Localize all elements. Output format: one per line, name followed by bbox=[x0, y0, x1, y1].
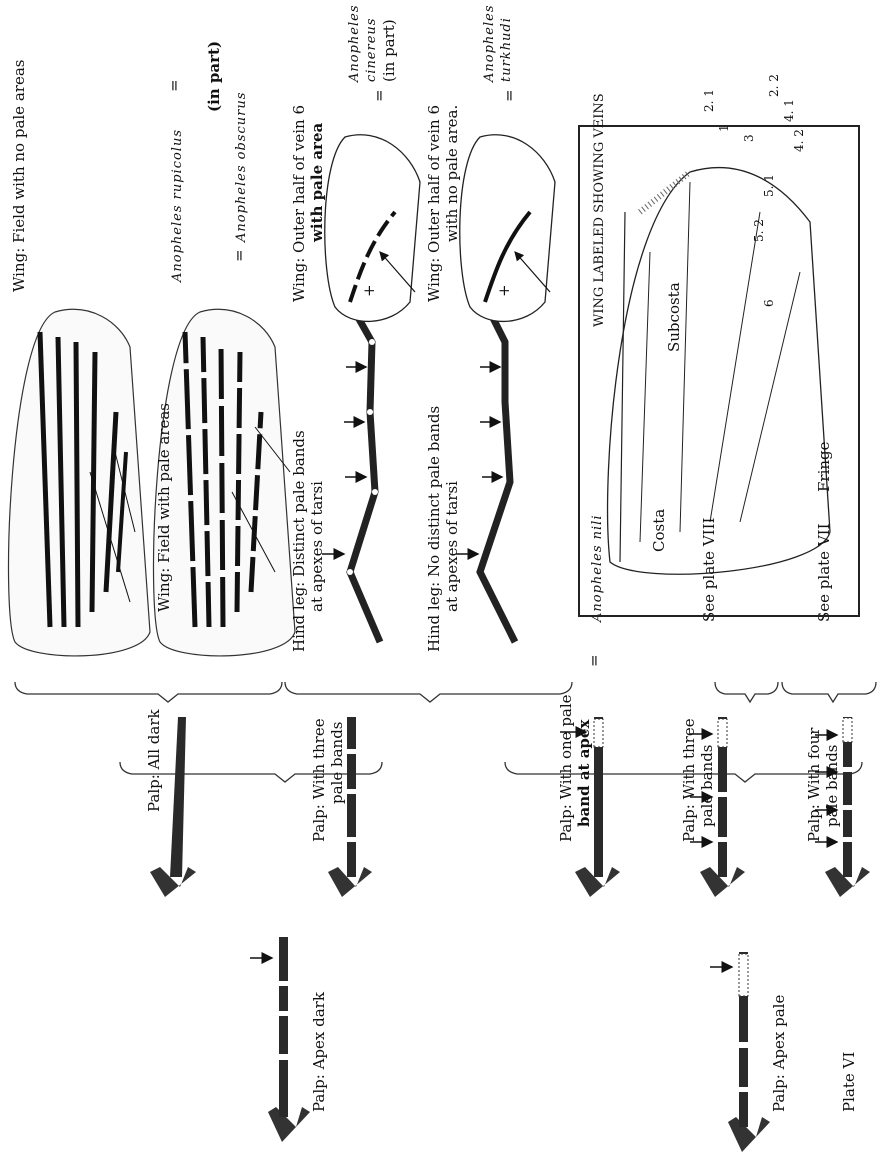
species-obscurus: Anopheles obscurus bbox=[232, 92, 251, 242]
hind-leg-distinct bbox=[322, 312, 380, 642]
key-vein-5-1: 5. 1 bbox=[760, 174, 779, 197]
key-vein-2-2: 2. 2 bbox=[765, 74, 784, 97]
key-title: WING LABELED SHOWING VEINS bbox=[590, 93, 609, 327]
wing-pale bbox=[153, 309, 295, 656]
label-three-bands2-b: pale bands bbox=[698, 745, 717, 828]
equals-3: = bbox=[370, 89, 389, 102]
species-cinereus-b: cinereus bbox=[362, 18, 381, 82]
label-vein6-none-b: with no pale area. bbox=[443, 105, 462, 242]
palp-apex-dark bbox=[250, 937, 310, 1142]
label-three-bands-b: pale bands bbox=[328, 722, 347, 805]
key-vein-1: 1 bbox=[715, 124, 734, 132]
label-vein6-none-a: Wing: Outer half of vein 6 bbox=[425, 105, 444, 302]
label-vein6-pale-a: Wing: Outer half of vein 6 bbox=[290, 105, 309, 302]
label-four-bands-a: Palp: With four bbox=[805, 728, 824, 842]
equals-1: = bbox=[165, 79, 184, 92]
label-wing-pale: Wing: Field with pale areas bbox=[155, 403, 174, 612]
label-three-bands-a: Palp: With three bbox=[310, 718, 329, 842]
plus-2: + bbox=[495, 284, 514, 297]
species-cinereus-note: (in part) bbox=[380, 19, 399, 82]
wing-no-pale bbox=[8, 309, 150, 656]
label-leg-distinct-a: Hind leg: Distinct pale bands bbox=[290, 430, 309, 652]
equals-5: = bbox=[585, 654, 604, 667]
brace-four-bands bbox=[782, 682, 876, 702]
label-one-band-a: Palp: With one pale bbox=[557, 694, 576, 842]
label-apex-dark: Palp: Apex dark bbox=[310, 992, 329, 1112]
key-vein-3: 3 bbox=[740, 134, 759, 142]
label-four-bands-b: pale bands bbox=[823, 745, 842, 828]
plate-label: Plate VI bbox=[840, 1052, 859, 1112]
species-rupicolus: Anopheles rupicolus bbox=[168, 129, 187, 282]
key-vein-4-2: 4. 2 bbox=[790, 129, 809, 152]
brace-three-bands bbox=[285, 682, 572, 702]
equals-2: = bbox=[230, 249, 249, 262]
label-three-bands2-a: Palp: With three bbox=[680, 718, 699, 842]
equals-4: = bbox=[500, 89, 519, 102]
key-vein-5-2: 5. 2 bbox=[750, 219, 769, 242]
key-fringe: Fringe bbox=[815, 441, 834, 492]
label-all-dark: Palp: All dark bbox=[145, 709, 164, 812]
label-leg-distinct-b: at apexes of tarsi bbox=[308, 481, 327, 612]
label-one-band-b: band at apex bbox=[575, 720, 594, 827]
palp-apex-pale bbox=[710, 952, 770, 1152]
label-wing-no-pale: Wing: Field with no pale areas bbox=[10, 60, 29, 292]
key-costa: Costa bbox=[650, 509, 669, 552]
species-turkhudi-b: turkhudi bbox=[497, 17, 516, 82]
hind-leg-no-distinct bbox=[456, 312, 515, 642]
key-vein-2-1: 2. 1 bbox=[700, 89, 719, 112]
plus-1: + bbox=[360, 284, 379, 297]
wing-key-box bbox=[578, 125, 860, 617]
key-subcosta: Subcosta bbox=[665, 282, 684, 352]
label-vein6-pale-b: with pale area bbox=[308, 123, 327, 242]
key-vein-4-1: 4. 1 bbox=[780, 99, 799, 122]
brace-three-bands-2 bbox=[715, 682, 778, 702]
brace-all-dark bbox=[15, 682, 282, 702]
label-leg-none-b: at apexes of tarsi bbox=[443, 481, 462, 612]
label-apex-pale: Palp: Apex pale bbox=[770, 995, 789, 1112]
key-vein-6: 6 bbox=[760, 299, 779, 307]
species-rupicolus-note: (in part) bbox=[205, 41, 224, 112]
label-leg-none-a: Hind leg: No distinct pale bands bbox=[425, 406, 444, 652]
